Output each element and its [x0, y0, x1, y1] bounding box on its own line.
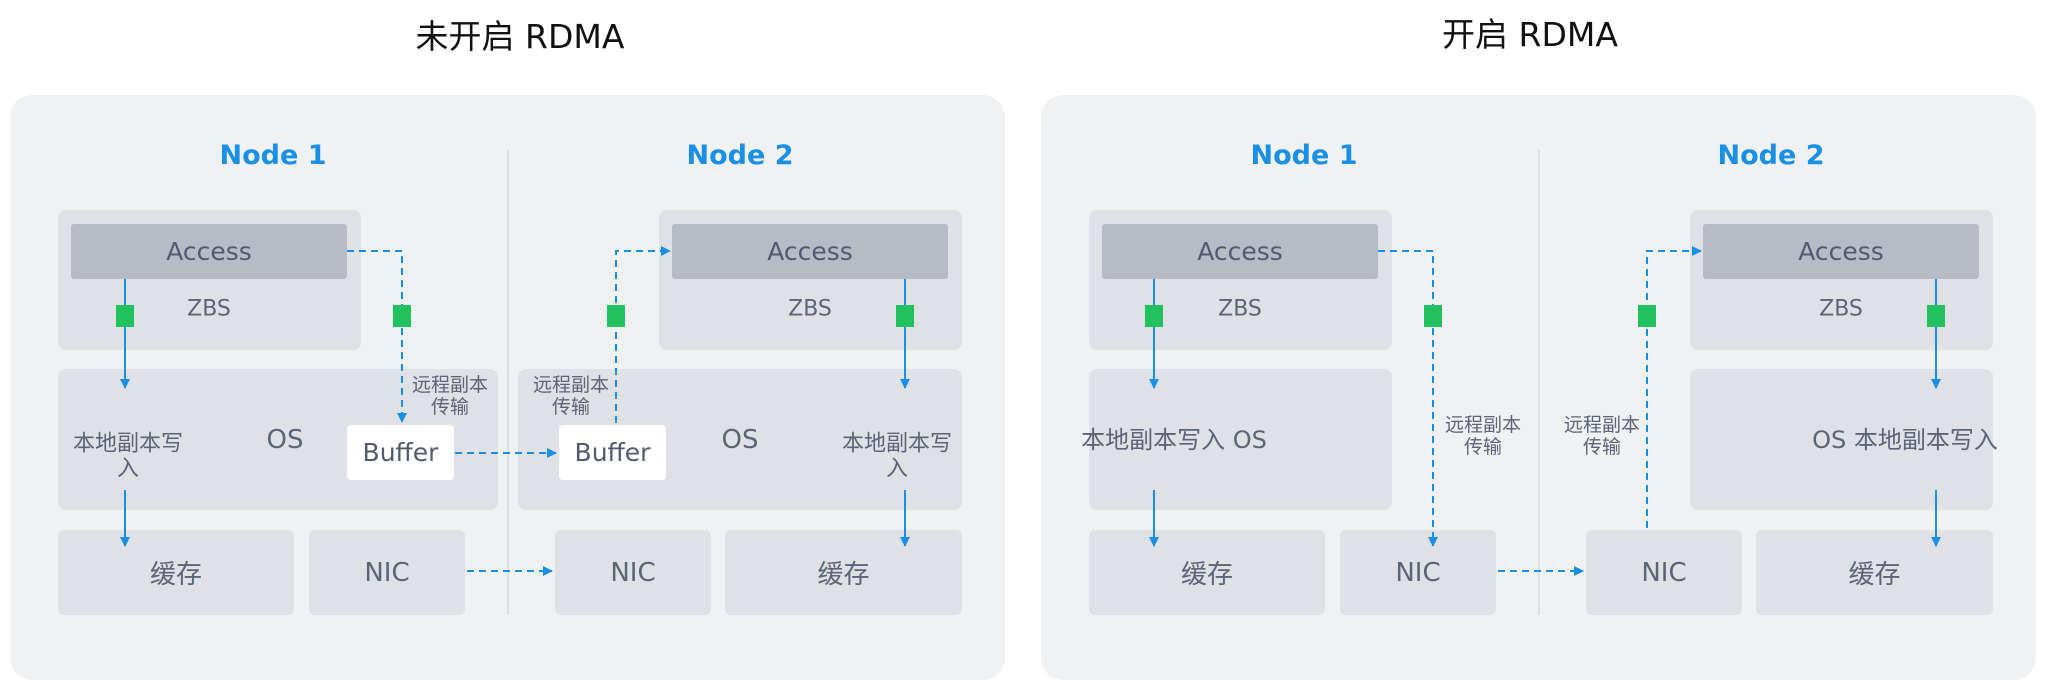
left-n2-buffer-to-access-arrow [615, 246, 671, 423]
right-n1-os-box [1089, 369, 1392, 510]
left-node2-label: Node 2 [686, 140, 794, 171]
left-node-divider [507, 150, 509, 615]
right-n2-zbs-label: ZBS [1819, 296, 1863, 322]
left-n2-zbs-label: ZBS [788, 296, 832, 322]
right-n1-access: Access [1102, 224, 1378, 279]
right-n2-cache: 缓存 [1756, 530, 1993, 615]
left-n2-access: Access [672, 224, 948, 279]
left-n2-cache: 缓存 [725, 530, 962, 615]
right-n1-zbs-label: ZBS [1218, 296, 1262, 322]
left-n1-access: Access [71, 224, 347, 279]
left-n2-local-marker [896, 305, 914, 327]
left-n2-remote-label: 远程副本传输 [532, 374, 610, 418]
right-n1-remote-label: 远程副本传输 [1444, 414, 1522, 458]
left-n2-nic: NIC [555, 530, 711, 615]
right-n1-remote-marker [1424, 305, 1442, 327]
left-n1-nic: NIC [309, 530, 465, 615]
left-n2-buffer: Buffer [559, 425, 666, 480]
left-n2-os-label: OS [721, 425, 759, 456]
right-n2-nic-to-access-arrow [1646, 246, 1702, 528]
title-without-rdma: 未开启 RDMA [415, 17, 625, 56]
right-n1-local-write-os: 本地副本写入 OS [1081, 426, 1267, 455]
right-n1-nic: NIC [1340, 530, 1496, 615]
left-node1-label: Node 1 [219, 140, 327, 171]
right-n2-nic: NIC [1586, 530, 1742, 615]
right-node2-label: Node 2 [1717, 140, 1825, 171]
right-n2-local-marker [1927, 305, 1945, 327]
right-n1-local-marker [1145, 305, 1163, 327]
right-n2-remote-marker [1638, 305, 1656, 327]
left-n1-remote-label: 远程副本传输 [411, 374, 489, 418]
left-n1-zbs-label: ZBS [187, 296, 231, 322]
left-n2-local-write: 本地副本写入 [841, 431, 953, 482]
right-n1-access-to-nic-arrow [1378, 250, 1438, 547]
right-n2-access: Access [1703, 224, 1979, 279]
right-n2-os-box [1690, 369, 1993, 510]
left-n1-access-to-buffer-arrow [347, 250, 407, 423]
right-n2-remote-label: 远程副本传输 [1563, 414, 1641, 458]
title-with-rdma: 开启 RDMA [1442, 15, 1618, 54]
right-node-divider [1538, 150, 1540, 615]
left-n1-local-write: 本地副本写入 [72, 431, 184, 482]
left-n1-os-label: OS [266, 425, 304, 456]
left-n1-buffer: Buffer [347, 425, 454, 480]
left-n1-remote-marker [393, 305, 411, 327]
right-node1-label: Node 1 [1250, 140, 1358, 171]
left-n1-cache: 缓存 [58, 530, 294, 615]
right-n2-os-local-write: OS 本地副本写入 [1812, 426, 1998, 455]
left-n1-local-marker [116, 305, 134, 327]
left-n2-remote-marker [607, 305, 625, 327]
right-n1-cache: 缓存 [1089, 530, 1325, 615]
